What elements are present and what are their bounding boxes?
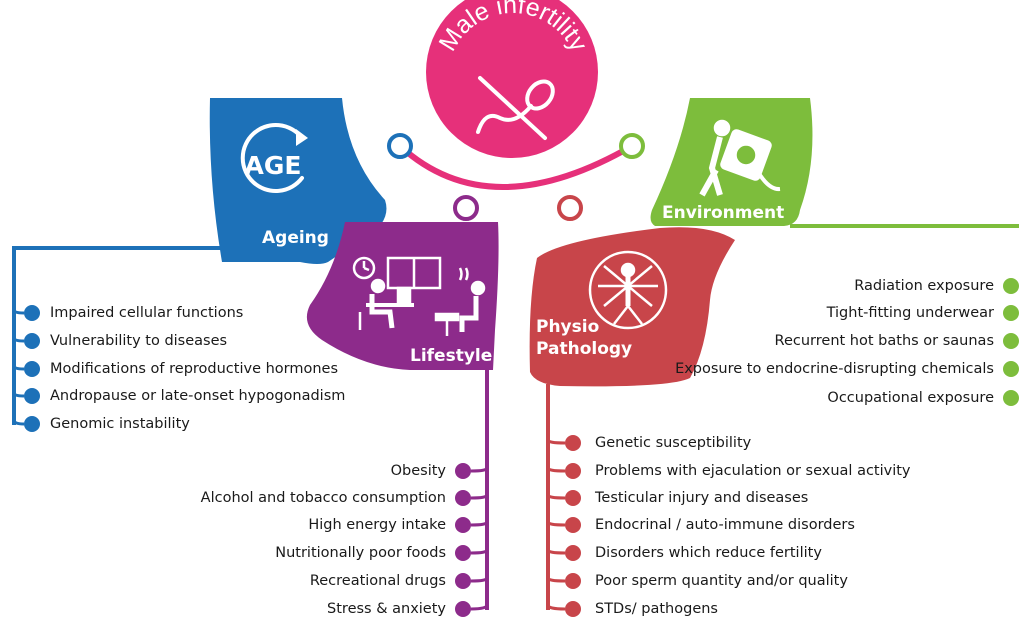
list-item: Tight-fitting underwear bbox=[826, 305, 994, 321]
center-circle bbox=[426, 0, 598, 158]
list-item: Stress & anxiety bbox=[327, 601, 446, 617]
list-item: Exposure to endocrine-disrupting chemica… bbox=[675, 361, 994, 377]
list-item: Radiation exposure bbox=[854, 278, 994, 294]
list-item: Poor sperm quantity and/or quality bbox=[595, 573, 848, 589]
ageing-bullets bbox=[12, 305, 40, 432]
hazard-barrel-icon bbox=[699, 119, 781, 197]
connector-node-environment bbox=[619, 133, 645, 159]
list-item: Vulnerability to diseases bbox=[50, 333, 228, 349]
physio-label: Physio Pathology bbox=[536, 316, 632, 360]
physio-label-line2: Pathology bbox=[536, 339, 633, 359]
lifestyle-label: Lifestyle bbox=[410, 346, 493, 366]
ageing-label: Ageing bbox=[262, 228, 329, 248]
connector-node-physio bbox=[557, 195, 583, 221]
list-item: Recurrent hot baths or saunas bbox=[774, 333, 994, 349]
list-item: STDs/ pathogens bbox=[595, 601, 718, 617]
list-item: Occupational exposure bbox=[827, 390, 994, 406]
list-item: Alcohol and tobacco consumption bbox=[200, 490, 446, 506]
list-item: Impaired cellular functions bbox=[50, 305, 244, 321]
sperm-crossed-icon bbox=[476, 76, 555, 140]
list-item: Andropause or late-onset hypogonadism bbox=[50, 388, 346, 404]
list-item: Genetic susceptibility bbox=[595, 435, 752, 451]
list-item: Endocrinal / auto-immune disorders bbox=[595, 517, 855, 533]
physio-bullets bbox=[546, 435, 581, 617]
environment-bullets bbox=[1003, 278, 1019, 406]
list-item: Genomic instability bbox=[50, 416, 190, 432]
list-item: Modifications of reproductive hormones bbox=[50, 361, 339, 377]
list-item: Testicular injury and diseases bbox=[595, 490, 809, 506]
list-item: Obesity bbox=[390, 463, 446, 479]
environment-label: Environment bbox=[662, 203, 785, 223]
drinking-person-icon bbox=[434, 267, 486, 336]
physio-shape bbox=[529, 227, 735, 387]
connector-node-ageing bbox=[387, 133, 413, 159]
list-item: Nutritionally poor foods bbox=[275, 545, 446, 561]
office-desk-icon bbox=[352, 256, 442, 330]
physio-label-line1: Physio bbox=[536, 317, 600, 337]
vitruvian-man-icon bbox=[588, 250, 668, 330]
list-item: Problems with ejaculation or sexual acti… bbox=[595, 463, 911, 479]
age-icon bbox=[240, 123, 308, 193]
list-item: Recreational drugs bbox=[309, 573, 446, 589]
connector-arc bbox=[397, 143, 634, 190]
lifestyle-bullets bbox=[455, 463, 489, 617]
connector-node-lifestyle bbox=[453, 195, 479, 221]
list-item: Disorders which reduce fertility bbox=[595, 545, 822, 561]
list-item: High energy intake bbox=[308, 517, 446, 533]
